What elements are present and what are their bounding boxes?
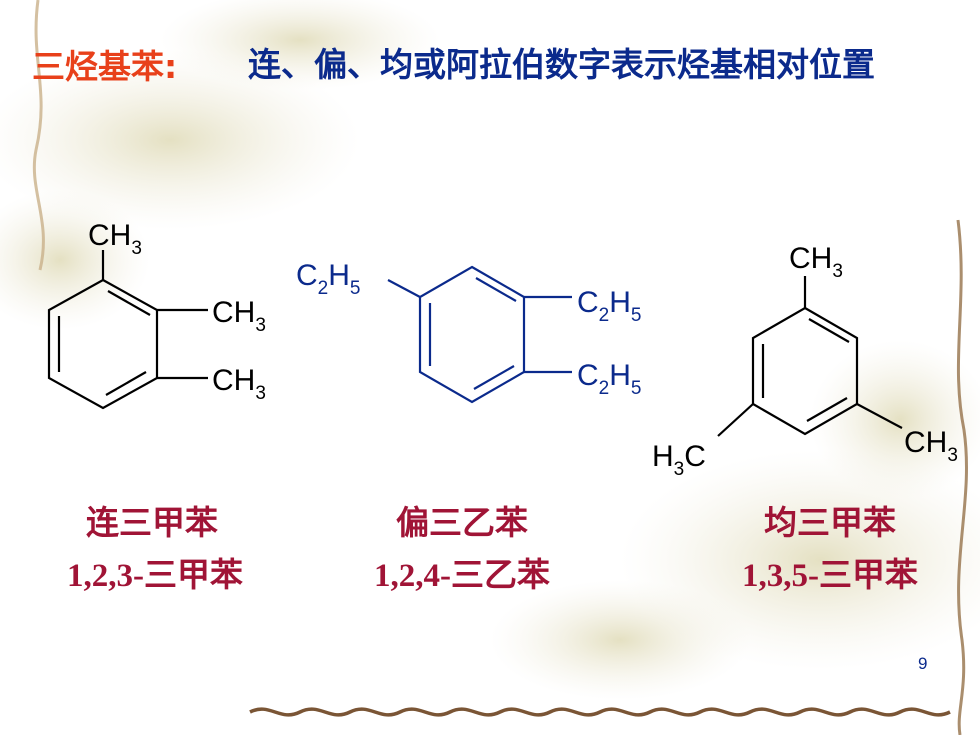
methyl-label: CH3 — [212, 296, 266, 336]
inner-double-bond — [473, 365, 515, 390]
benzene-ring — [418, 265, 526, 404]
methyl-label: H3C — [652, 440, 706, 480]
inner-double-bond — [806, 397, 848, 422]
structure-123-trimethylbenzene — [47, 250, 208, 410]
common-name-123: 连三甲苯 — [86, 503, 218, 542]
inner-double-bond — [475, 277, 517, 302]
labels-molecule-3: CH3 H3C CH3 — [652, 242, 958, 480]
iupac-name-123: 1,2,3-三甲苯 — [67, 558, 243, 594]
inner-double-bond — [107, 290, 151, 316]
structure-124-triethylbenzene — [387, 265, 572, 404]
substituent-bond — [856, 403, 903, 429]
inner-double-bond — [808, 318, 850, 343]
iupac-name-124: 1,2,4-三乙苯 — [374, 558, 550, 594]
iupac-name-135: 1,3,5-三甲苯 — [742, 558, 918, 594]
heading-text: 连、偏、均或阿拉伯数字表示烃基相对位置 — [248, 45, 875, 84]
page-number: 9 — [918, 654, 928, 673]
methyl-label: CH3 — [88, 219, 142, 259]
methyl-label: CH3 — [904, 426, 958, 466]
labels-molecule-1: CH3 CH3 CH3 — [88, 219, 266, 404]
common-name-135: 均三甲苯 — [764, 503, 896, 542]
ethyl-label: C2H5 — [296, 259, 361, 299]
ethyl-label: C2H5 — [577, 359, 642, 399]
common-name-124: 偏三乙苯 — [396, 503, 528, 542]
inner-double-bond — [105, 371, 147, 396]
benzene-ring — [751, 306, 859, 436]
structure-135-trimethylbenzene — [717, 276, 903, 437]
methyl-label: CH3 — [789, 242, 843, 282]
substituent-bond — [387, 279, 421, 298]
labels-molecule-2: C2H5 C2H5 C2H5 — [296, 259, 642, 399]
substituent-bond — [717, 403, 754, 437]
heading-lead: 三烃基苯: — [32, 47, 178, 86]
methyl-label: CH3 — [212, 364, 266, 404]
ethyl-label: C2H5 — [577, 286, 642, 326]
benzene-ring — [47, 278, 159, 410]
